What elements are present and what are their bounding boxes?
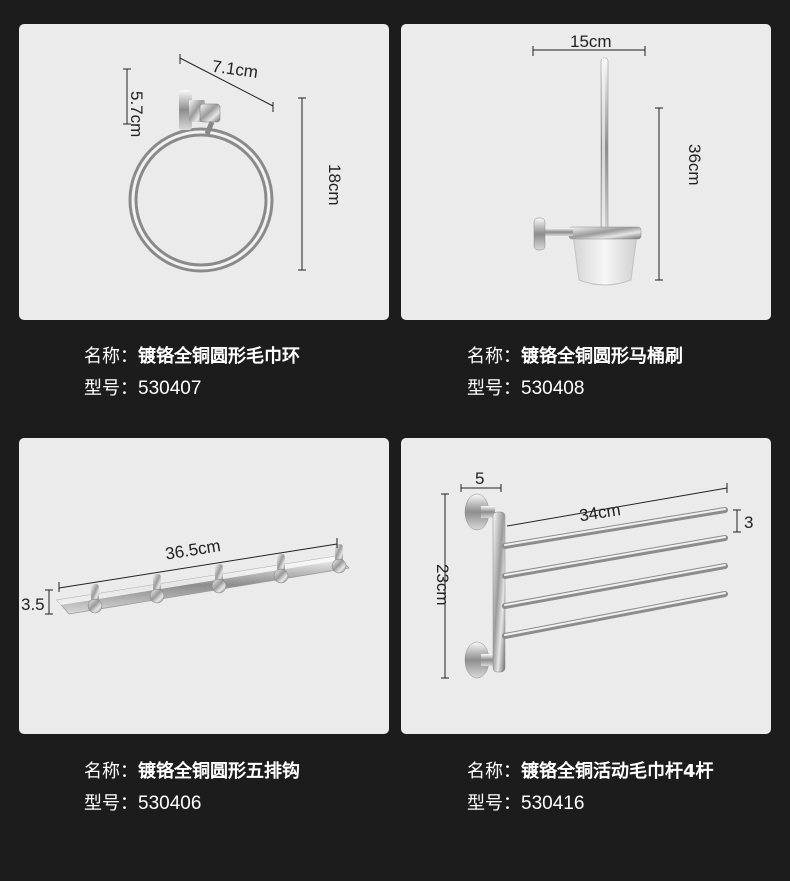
brush-cup <box>572 233 638 286</box>
name-label: 名称： <box>84 761 138 782</box>
dim-height: 3.5 <box>21 595 45 614</box>
cup-holder-ring <box>568 226 642 240</box>
product-card-swivel-towel-bar[interactable]: 5 34cm 3 23cm <box>401 438 771 734</box>
model-number: 530406 <box>138 793 202 814</box>
product-name: 镀铬全铜圆形五排钩 <box>138 761 300 782</box>
name-label: 名称： <box>467 346 521 367</box>
swivel-arms <box>502 507 728 639</box>
swivel-towel-bar-image: 5 34cm 3 23cm <box>433 469 753 679</box>
product-info-530406: 名称：镀铬全铜圆形五排钩 型号：530406 <box>84 756 300 820</box>
model-label: 型号： <box>84 793 138 814</box>
dim-length: 34cm <box>578 500 622 525</box>
toilet-brush-image: 15cm 36cm <box>532 32 704 286</box>
name-label: 名称： <box>84 346 138 367</box>
model-label: 型号： <box>467 378 521 399</box>
five-hooks-image: 36.5cm 3.5 <box>21 536 350 615</box>
dim-depth: 5 <box>475 469 484 488</box>
dim-width: 15cm <box>570 32 612 51</box>
product-info-530408: 名称：镀铬全铜圆形马桶刷 型号：530408 <box>467 341 683 405</box>
dim-spacing: 3 <box>744 513 753 532</box>
towel-ring-image: 7.1cm 5.7cm 18cm <box>123 54 344 273</box>
model-number: 530416 <box>521 793 585 814</box>
model-number: 530408 <box>521 378 585 399</box>
dim-height: 23cm <box>433 564 452 606</box>
dim-length: 36.5cm <box>164 536 222 563</box>
holder-arm <box>541 228 573 236</box>
wall-plate <box>533 217 546 251</box>
dim-depth: 5.7cm <box>127 91 146 137</box>
pivot-pole <box>492 511 506 673</box>
mount-hinge <box>199 103 221 123</box>
dim-height: 18cm <box>325 164 344 206</box>
model-label: 型号： <box>84 378 138 399</box>
model-number: 530407 <box>138 378 202 399</box>
product-info-530416: 名称：镀铬全铜活动毛巾杆4杆 型号：530416 <box>467 756 714 820</box>
product-card-five-hooks[interactable]: 36.5cm 3.5 <box>19 438 389 734</box>
product-name: 镀铬全铜圆形马桶刷 <box>521 346 683 367</box>
product-card-toilet-brush[interactable]: 15cm 36cm <box>401 24 771 320</box>
model-label: 型号： <box>467 793 521 814</box>
product-info-530407: 名称：镀铬全铜圆形毛巾环 型号：530407 <box>84 341 300 405</box>
product-name: 镀铬全铜圆形毛巾环 <box>138 346 300 367</box>
product-card-towel-ring[interactable]: 7.1cm 5.7cm 18cm <box>19 24 389 320</box>
name-label: 名称： <box>467 761 521 782</box>
ring-highlight <box>131 130 271 270</box>
wall-plate <box>179 90 192 130</box>
hooks <box>87 544 347 614</box>
dim-height: 36cm <box>685 144 704 186</box>
product-name: 镀铬全铜活动毛巾杆4杆 <box>521 761 714 782</box>
